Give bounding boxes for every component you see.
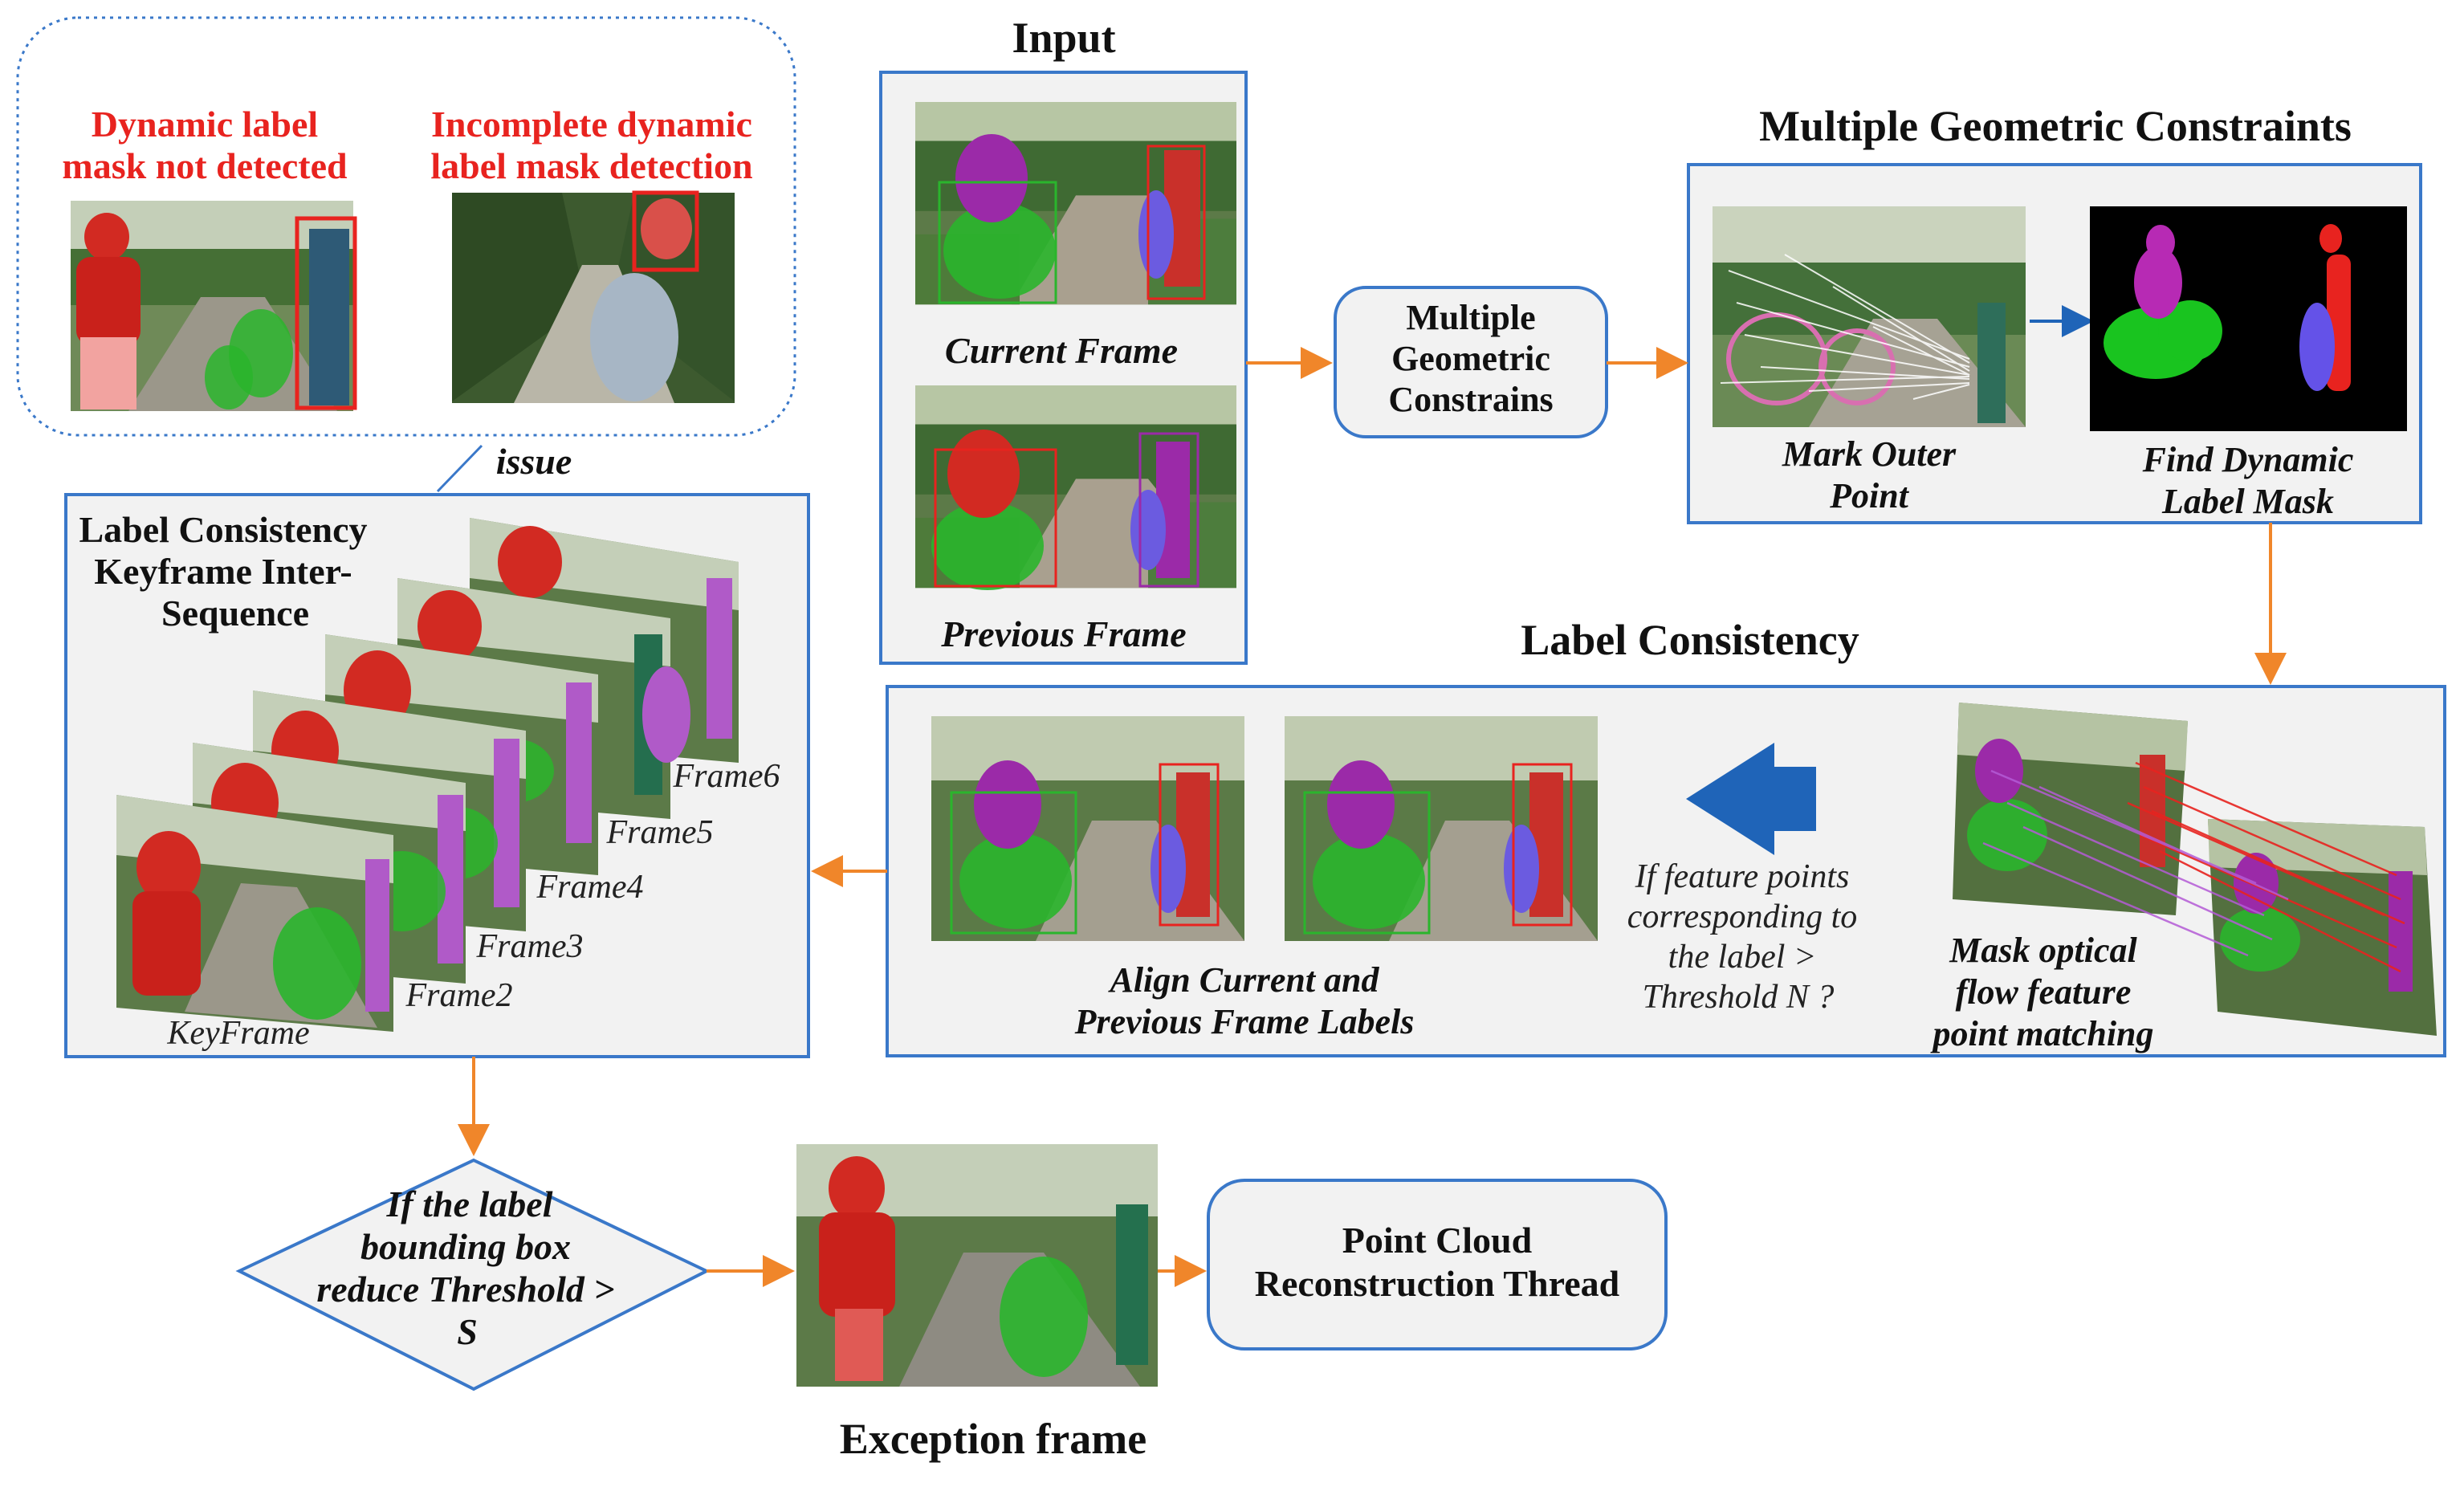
frame-label-6: Frame6 bbox=[673, 758, 780, 795]
mgc-node-line2: Geometric bbox=[1391, 339, 1550, 378]
point-cloud-line2: Reconstruction Thread bbox=[1255, 1263, 1620, 1304]
label-consistency-panel: Label Consistency Align Current and Prev… bbox=[886, 616, 2446, 1057]
frame-label-3: Frame3 bbox=[476, 928, 584, 965]
keyframe-title-line2: Keyframe Inter- bbox=[94, 551, 352, 592]
keyframe-title-line1: Label Consistency bbox=[79, 509, 367, 550]
input-title: Input bbox=[1012, 14, 1115, 62]
big-left-arrow-icon bbox=[1686, 743, 1816, 855]
issue-caption: issue bbox=[496, 441, 572, 482]
exception-frame-image bbox=[796, 1144, 1158, 1387]
keyframe-image bbox=[116, 795, 393, 1032]
issue-left-line1: Dynamic label bbox=[92, 104, 318, 145]
find-dynamic-line2: Label Mask bbox=[2161, 482, 2334, 521]
find-dynamic-line1: Find Dynamic bbox=[2142, 440, 2354, 479]
decision-line2: bounding box bbox=[360, 1226, 571, 1267]
previous-frame-image bbox=[915, 385, 1236, 590]
mask-line2: flow feature bbox=[1956, 972, 2132, 1012]
current-frame-image bbox=[915, 102, 1236, 305]
optical-flow-matching-image bbox=[1953, 703, 2437, 1036]
current-frame-caption: Current Frame bbox=[945, 330, 1178, 371]
point-cloud-node: Point Cloud Reconstruction Thread bbox=[1207, 1179, 1668, 1351]
cond-line2: corresponding to bbox=[1627, 898, 1858, 935]
mask-line3: point matching bbox=[1929, 1014, 2153, 1053]
keyframe-panel: Label Consistency Keyframe Inter- Sequen… bbox=[64, 493, 810, 1058]
frame-label-4: Frame4 bbox=[536, 869, 644, 906]
issue-left-line2: mask not detected bbox=[62, 145, 348, 186]
mark-outer-point-image bbox=[1713, 206, 2026, 427]
mark-outer-line1: Mark Outer bbox=[1782, 434, 1957, 474]
issue-photo-not-detected bbox=[71, 201, 357, 411]
previous-frame-caption: Previous Frame bbox=[940, 613, 1186, 654]
issue-bubble: Dynamic label mask not detected Incomple… bbox=[16, 16, 796, 493]
align-line1: Align Current and bbox=[1107, 960, 1379, 1000]
cond-line1: If feature points bbox=[1635, 858, 1850, 895]
decision-line4: S bbox=[457, 1311, 478, 1352]
issue-right-line2: label mask detection bbox=[430, 145, 752, 186]
decision-line3: reduce Threshold > bbox=[316, 1269, 614, 1310]
cond-line4: Threshold N ? bbox=[1643, 979, 1835, 1016]
align-previous-frame-image bbox=[1285, 716, 1598, 941]
flow-arrows bbox=[458, 347, 2287, 1287]
mgc-node-line1: Multiple bbox=[1406, 298, 1535, 337]
mask-line1: Mask optical bbox=[1949, 931, 2137, 970]
issue-right-line1: Incomplete dynamic bbox=[431, 104, 752, 145]
mark-outer-line2: Point bbox=[1829, 476, 1910, 515]
decision-line1: If the label bbox=[386, 1183, 553, 1224]
find-dynamic-label-mask-image bbox=[2090, 206, 2407, 431]
keyframe-title-line3: Sequence bbox=[161, 593, 309, 634]
frame-label-key: KeyFrame bbox=[166, 1015, 309, 1052]
point-cloud-line1: Point Cloud bbox=[1342, 1220, 1533, 1261]
align-current-frame-image bbox=[931, 716, 1244, 941]
mgc-title: Multiple Geometric Constraints bbox=[1759, 102, 2352, 150]
issue-photo-incomplete bbox=[452, 190, 735, 403]
label-consistency-title: Label Consistency bbox=[1521, 616, 1859, 664]
mgc-node: Multiple Geometric Constrains bbox=[1334, 286, 1608, 438]
mgc-node-line3: Constrains bbox=[1388, 380, 1553, 419]
threshold-decision: If the label bounding box reduce Thresho… bbox=[235, 1158, 711, 1391]
align-line2: Previous Frame Labels bbox=[1074, 1002, 1415, 1041]
input-panel: Input Current Frame Previous Frame bbox=[879, 14, 1248, 665]
mgc-panel: Multiple Geometric Constraints Mark Oute… bbox=[1687, 102, 2422, 524]
frame-label-5: Frame5 bbox=[606, 814, 714, 851]
exception-frame-caption: Exception frame bbox=[840, 1415, 1146, 1463]
frame-label-2: Frame2 bbox=[405, 977, 513, 1014]
cond-line3: the label > bbox=[1668, 939, 1817, 976]
